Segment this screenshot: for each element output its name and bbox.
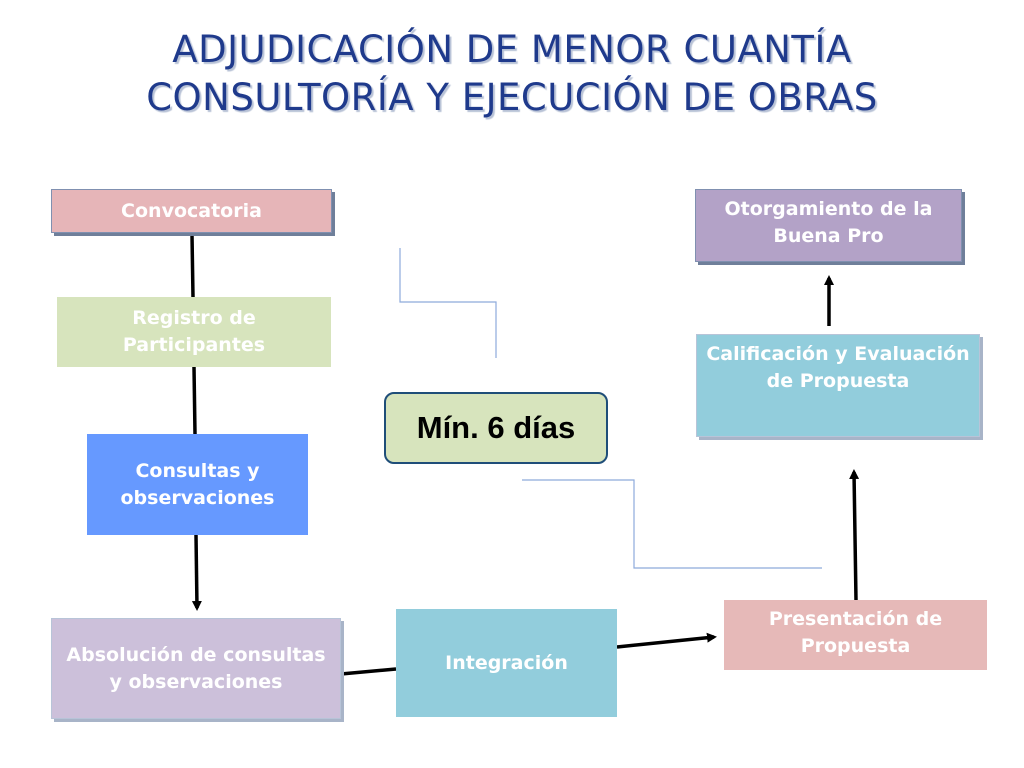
arrow-integracion-presentacion bbox=[616, 632, 717, 649]
step-registro-participantes: Registro de Participantes bbox=[57, 297, 331, 367]
step-convocatoria: Convocatoria bbox=[51, 189, 332, 233]
step-consultas-label: Consultas y observaciones bbox=[120, 459, 275, 509]
minimum-days-note: Mín. 6 días bbox=[384, 392, 608, 464]
step-calificacion-label: Calificación y Evaluación de Propuesta bbox=[706, 343, 970, 392]
note-bracket-lower bbox=[522, 479, 822, 569]
step-convocatoria-label: Convocatoria bbox=[121, 199, 262, 222]
step-calificacion-evaluacion: Calificación y Evaluación de Propuesta bbox=[696, 334, 980, 437]
step-consultas-observaciones: Consultas y observaciones bbox=[87, 434, 308, 535]
step-absolucion-label: Absolución de consultas y observaciones bbox=[66, 643, 326, 693]
arrow-consultas-absolucion bbox=[191, 534, 202, 611]
step-otorgamiento-label: Otorgamiento de la Buena Pro bbox=[724, 198, 933, 247]
connector-registro-consultas bbox=[192, 366, 197, 435]
step-integracion: Integración bbox=[396, 609, 617, 717]
title-line-2: CONSULTORÍA Y EJECUCIÓN DE OBRAS bbox=[146, 76, 878, 119]
connector-convocatoria-registro bbox=[190, 234, 195, 298]
step-otorgamiento-buena-pro: Otorgamiento de la Buena Pro bbox=[695, 189, 962, 262]
connector-absolucion-integracion bbox=[340, 667, 397, 676]
step-integracion-label: Integración bbox=[445, 651, 568, 674]
title-line-1: ADJUDICACIÓN DE MENOR CUANTÍA bbox=[172, 28, 852, 71]
step-presentacion-propuesta: Presentación de Propuesta bbox=[724, 600, 987, 670]
arrow-presentacion-calificacion bbox=[849, 469, 860, 601]
note-bracket-upper bbox=[399, 248, 497, 358]
slide-title: ADJUDICACIÓN DE MENOR CUANTÍA CONSULTORÍ… bbox=[0, 26, 1024, 122]
step-presentacion-label: Presentación de Propuesta bbox=[768, 608, 943, 657]
step-registro-label: Registro de Participantes bbox=[122, 307, 266, 356]
step-absolucion: Absolución de consultas y observaciones bbox=[51, 618, 341, 719]
minimum-days-label: Mín. 6 días bbox=[416, 410, 576, 445]
